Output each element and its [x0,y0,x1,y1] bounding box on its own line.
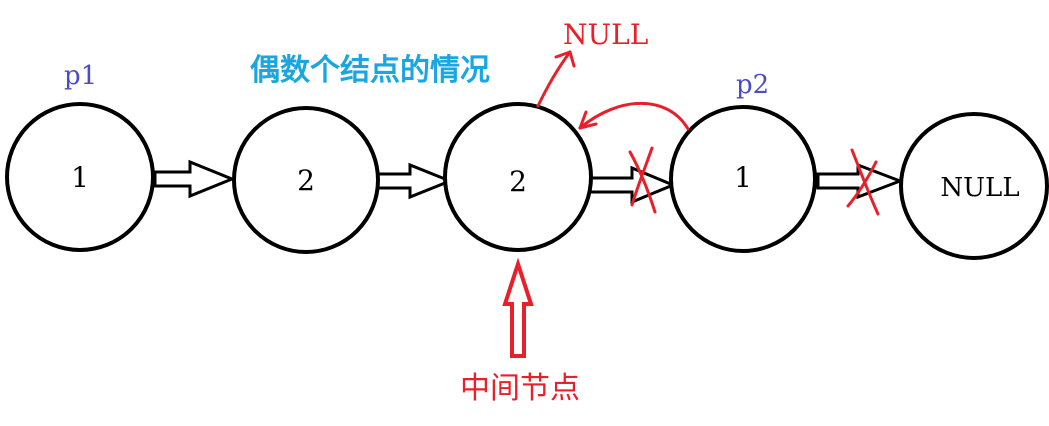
pointer-label-p2: p2 [736,70,769,100]
link-arrow-4-5 [816,162,905,200]
node-2-value: 2 [297,164,315,197]
cross-mark-3-4 [628,146,657,214]
cross-mark-4-5 [846,148,880,216]
null-label: NULL [563,18,648,51]
reverse-link-arrow [578,101,690,131]
link-arrow-3-4 [588,165,677,205]
node-2: 2 [232,106,380,254]
node-5: NULL [899,112,1049,260]
middle-node-indicator-arrow [502,257,534,358]
middle-node-label: 中间节点 [460,371,580,406]
link-arrow-1-2 [153,159,236,199]
node-4-value: 1 [734,161,752,194]
node-1-value: 1 [71,161,89,194]
null-pointer-arrow [536,50,576,108]
pointer-label-p1: p1 [64,61,97,91]
diagram-title: 偶数个结点的情况 [250,53,490,88]
node-5-value: NULL [940,173,1019,203]
node-4: 1 [669,105,817,253]
link-arrow-2-3 [375,162,455,200]
node-1: 1 [5,102,155,252]
node-3: 2 [443,102,593,252]
node-3-value: 2 [509,165,527,198]
